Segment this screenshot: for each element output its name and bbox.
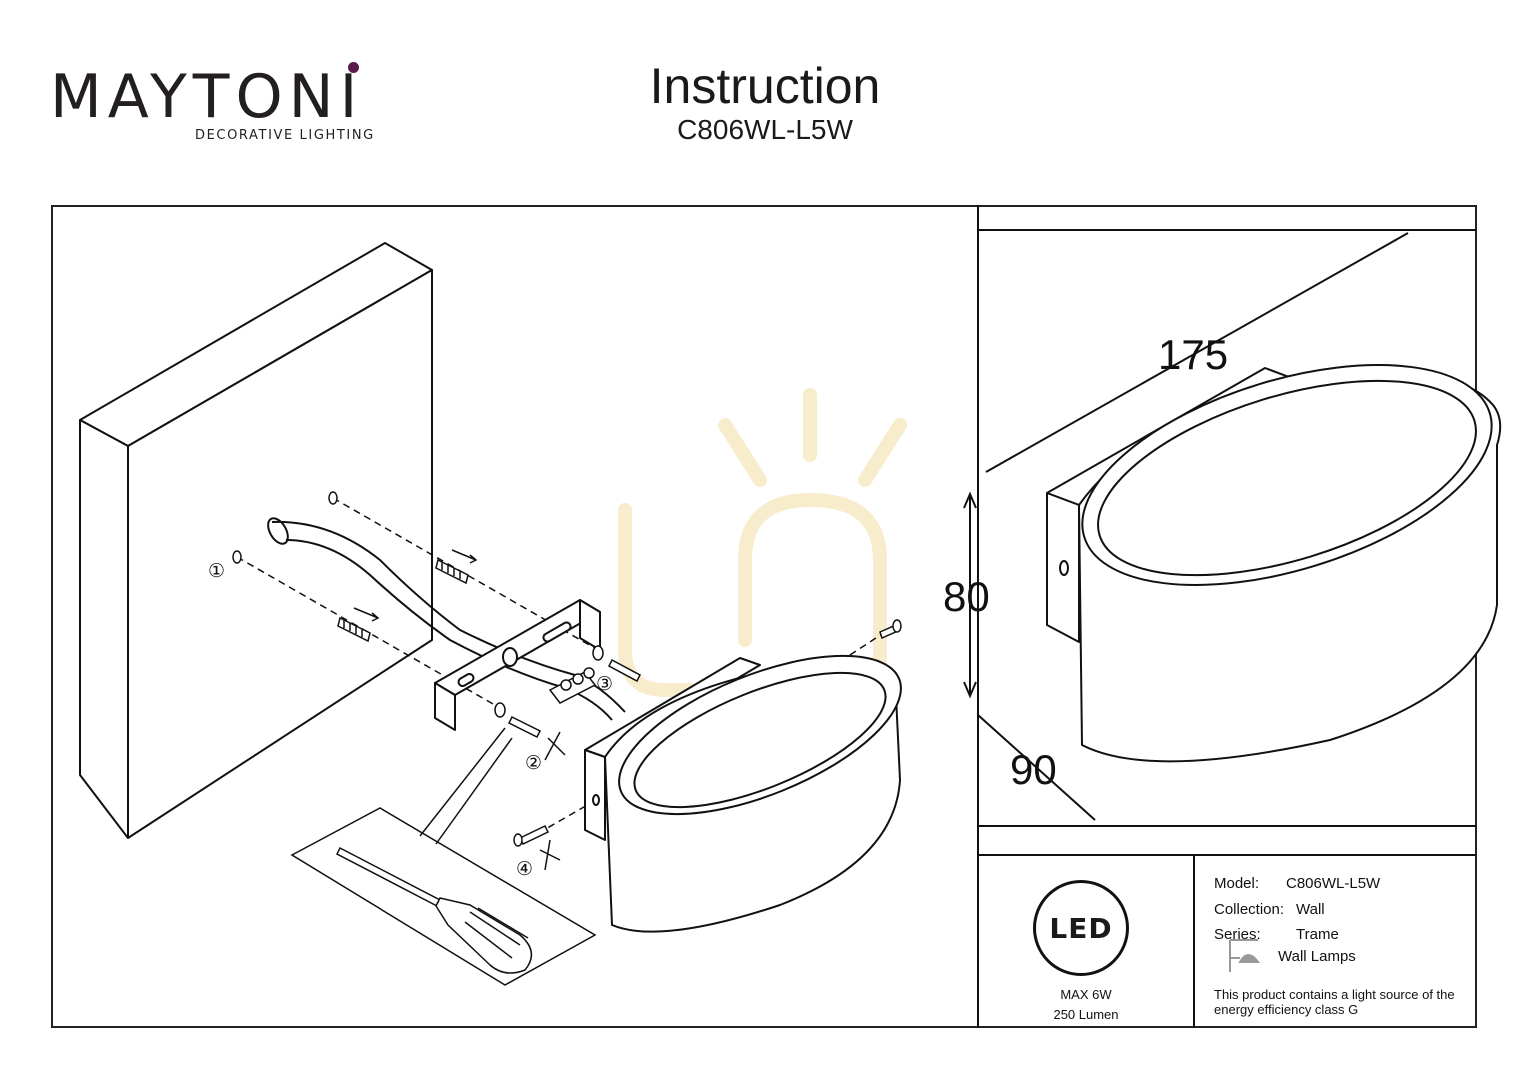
series-value: Trame <box>1296 926 1339 943</box>
model-label: Model: <box>1214 875 1260 892</box>
wall-lamp-icon <box>1229 939 1260 972</box>
bulb-watermark-icon <box>618 388 907 697</box>
max-power: MAX 6W <box>1060 987 1112 1002</box>
lamp-dimension-view <box>1046 364 1502 763</box>
model-code: C806WL-L5W <box>677 114 853 145</box>
terminal-block <box>548 667 597 704</box>
lumen-output: 250 Lumen <box>1053 1007 1119 1022</box>
wall-hole-top <box>328 491 338 505</box>
step-3-marker: ③ <box>596 673 614 695</box>
wall-plugs <box>337 549 478 643</box>
led-badge: LED <box>1033 880 1129 976</box>
wall-hole-bottom <box>232 550 242 564</box>
category-value: Wall Lamps <box>1278 948 1356 965</box>
dimension-length: 175 <box>1158 331 1229 378</box>
collection-label: Collection: <box>1214 901 1285 918</box>
brand-logo: MAYTONI DECORATIVE LIGHTING <box>50 62 373 152</box>
wall-block <box>79 242 433 839</box>
model-value: C806WL-L5W <box>1286 875 1381 892</box>
brand-name: MAYTONI <box>50 62 364 132</box>
step-1-marker: ① <box>208 560 226 582</box>
series-label: Series: <box>1214 926 1261 943</box>
screws <box>494 619 902 847</box>
brand-tagline: DECORATIVE LIGHTING <box>195 128 375 143</box>
collection-value: Wall <box>1296 901 1325 918</box>
dimension-lines <box>963 232 1409 821</box>
step-4-marker: ④ <box>516 858 534 880</box>
mounting-bracket <box>434 599 601 731</box>
screwdriver-icon <box>335 846 533 974</box>
dimension-height: 80 <box>943 573 990 620</box>
screwdriver-pad <box>290 727 597 986</box>
lamp-assembly <box>584 654 902 933</box>
dimension-depth: 90 <box>1010 746 1057 793</box>
page-title: Instruction <box>649 58 881 114</box>
brand-accent-dot <box>348 62 359 73</box>
step-2-marker: ② <box>525 752 543 774</box>
energy-class-note: This product contains a light source of … <box>1214 987 1455 1017</box>
